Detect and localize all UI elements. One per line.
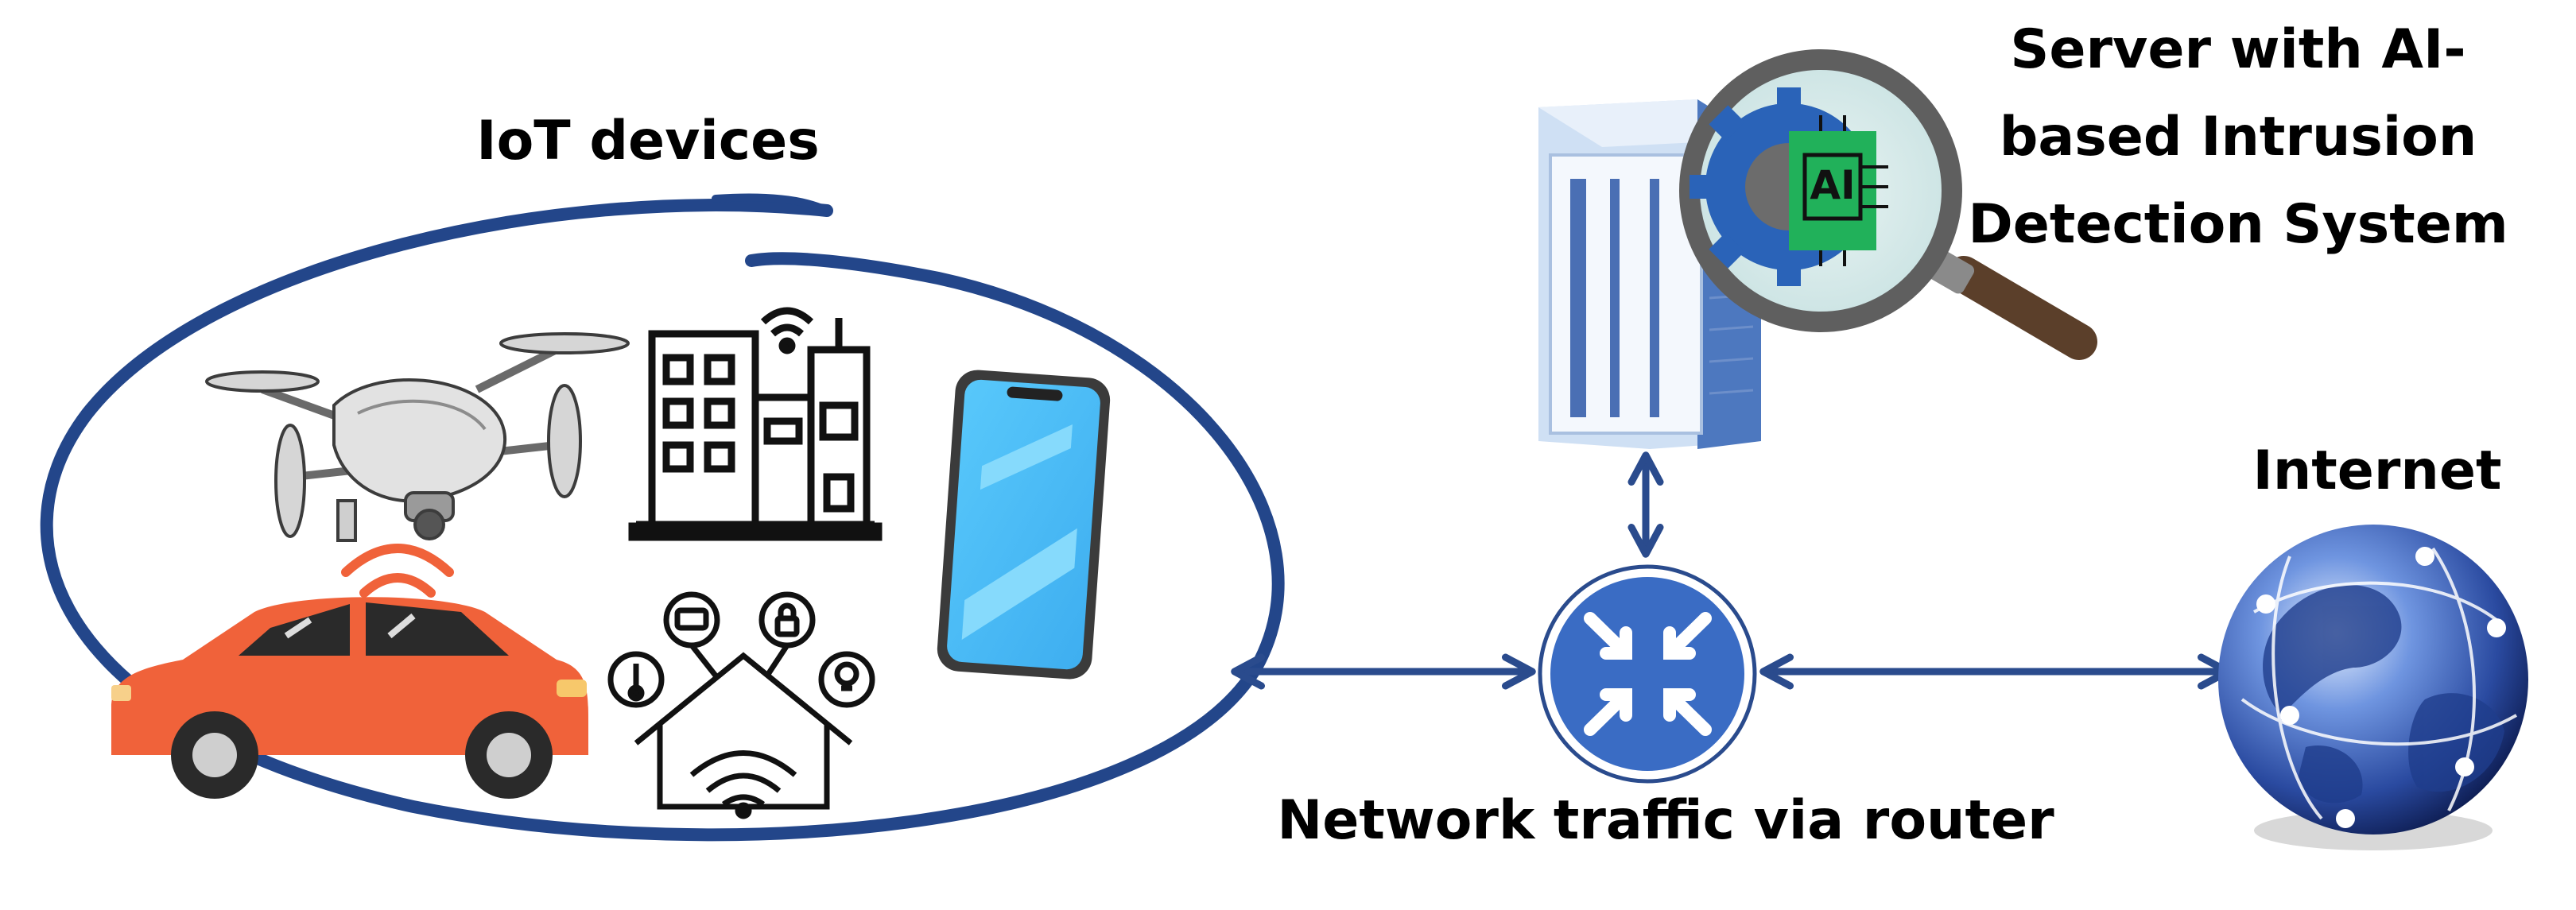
server-label-line2: based Intrusion — [2000, 106, 2477, 168]
ai-chip-label: AI — [1810, 162, 1855, 208]
router-label: Network traffic via router — [1277, 789, 2054, 852]
iot-devices-label: IoT devices — [476, 110, 819, 172]
magnifying-glass-icon: AI — [1679, 49, 2097, 360]
smartphone-icon — [937, 370, 1111, 680]
globe-icon — [2218, 525, 2528, 850]
internet-label: Internet — [2253, 440, 2502, 502]
smart-building-icon — [628, 307, 883, 541]
iot-devices-enclosure — [40, 193, 1285, 842]
traffic-arrows — [1231, 451, 2232, 690]
connected-car-icon — [111, 544, 588, 799]
ai-chip-icon: AI — [1789, 115, 1888, 266]
router-icon — [1538, 564, 1757, 784]
smart-home-icon — [607, 591, 875, 819]
drone-icon — [205, 332, 630, 542]
server-label-line3: Detection System — [1968, 193, 2508, 256]
server-label-line1: Server with AI- — [2010, 18, 2465, 81]
